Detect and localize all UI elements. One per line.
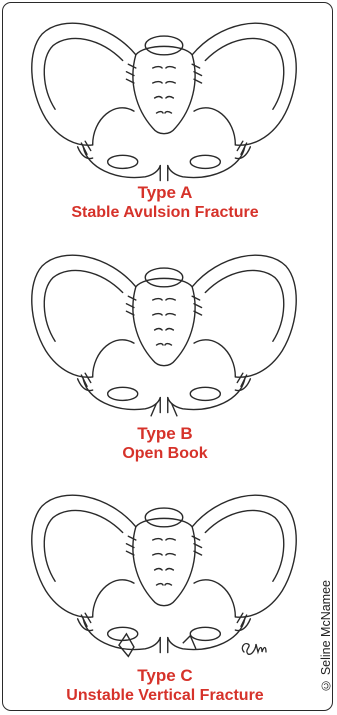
fracture-description: Open Book [0,444,330,464]
artist-signature-mark [238,634,272,658]
copyright-credit: © Seline McNamee [319,580,333,693]
type-label: Type B [0,424,330,444]
caption-type-b: Type B Open Book [0,424,330,464]
fracture-description: Stable Avulsion Fracture [0,203,330,223]
pelvis-illustration-type-a [16,6,312,190]
caption-type-a: Type A Stable Avulsion Fracture [0,183,330,223]
fracture-description: Unstable Vertical Fracture [0,686,330,706]
caption-type-c: Type C Unstable Vertical Fracture [0,666,330,706]
type-label: Type C [0,666,330,686]
pelvis-illustration-type-b [16,238,312,422]
type-label: Type A [0,183,330,203]
